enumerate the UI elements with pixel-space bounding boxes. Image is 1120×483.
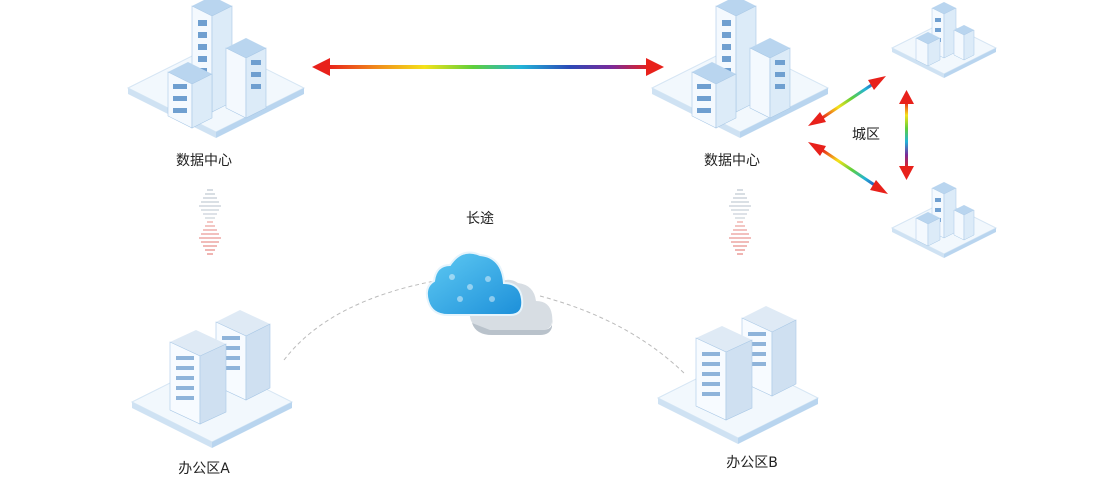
label-office-b: 办公区B	[726, 455, 778, 471]
link-city-vertical	[899, 90, 914, 180]
office-b-server-icon	[695, 306, 797, 421]
cloud-icon	[425, 251, 553, 335]
datacenter-left-building-icon	[167, 0, 267, 129]
datacenter-right-building-icon	[691, 0, 791, 129]
signal-stripes-right	[729, 189, 751, 255]
link-datacenter-to-datacenter	[312, 58, 664, 76]
link-city-lower	[808, 142, 888, 194]
office-a-server-icon	[169, 310, 271, 425]
label-city: 城区	[852, 127, 880, 143]
label-datacenter-right: 数据中心	[704, 153, 760, 169]
arrow-head-left	[312, 58, 330, 76]
arrow-head	[808, 112, 826, 126]
dashed-link-office-a-to-cloud	[283, 279, 441, 361]
arrow-head	[899, 90, 914, 104]
arrow-head	[899, 166, 914, 180]
label-datacenter-left: 数据中心	[176, 153, 232, 169]
arrow-head-right	[646, 58, 664, 76]
link-city-upper	[808, 76, 886, 126]
label-cloud: 长途	[466, 211, 494, 227]
arrow-head	[870, 180, 888, 194]
arrow-head	[808, 142, 826, 156]
city-building-top	[890, 2, 998, 78]
city-building-bottom	[890, 182, 998, 258]
signal-stripes-left	[199, 189, 221, 255]
arrow-head	[868, 76, 886, 90]
dashed-link-cloud-to-office-b	[539, 295, 687, 376]
label-office-a: 办公区A	[178, 461, 230, 477]
